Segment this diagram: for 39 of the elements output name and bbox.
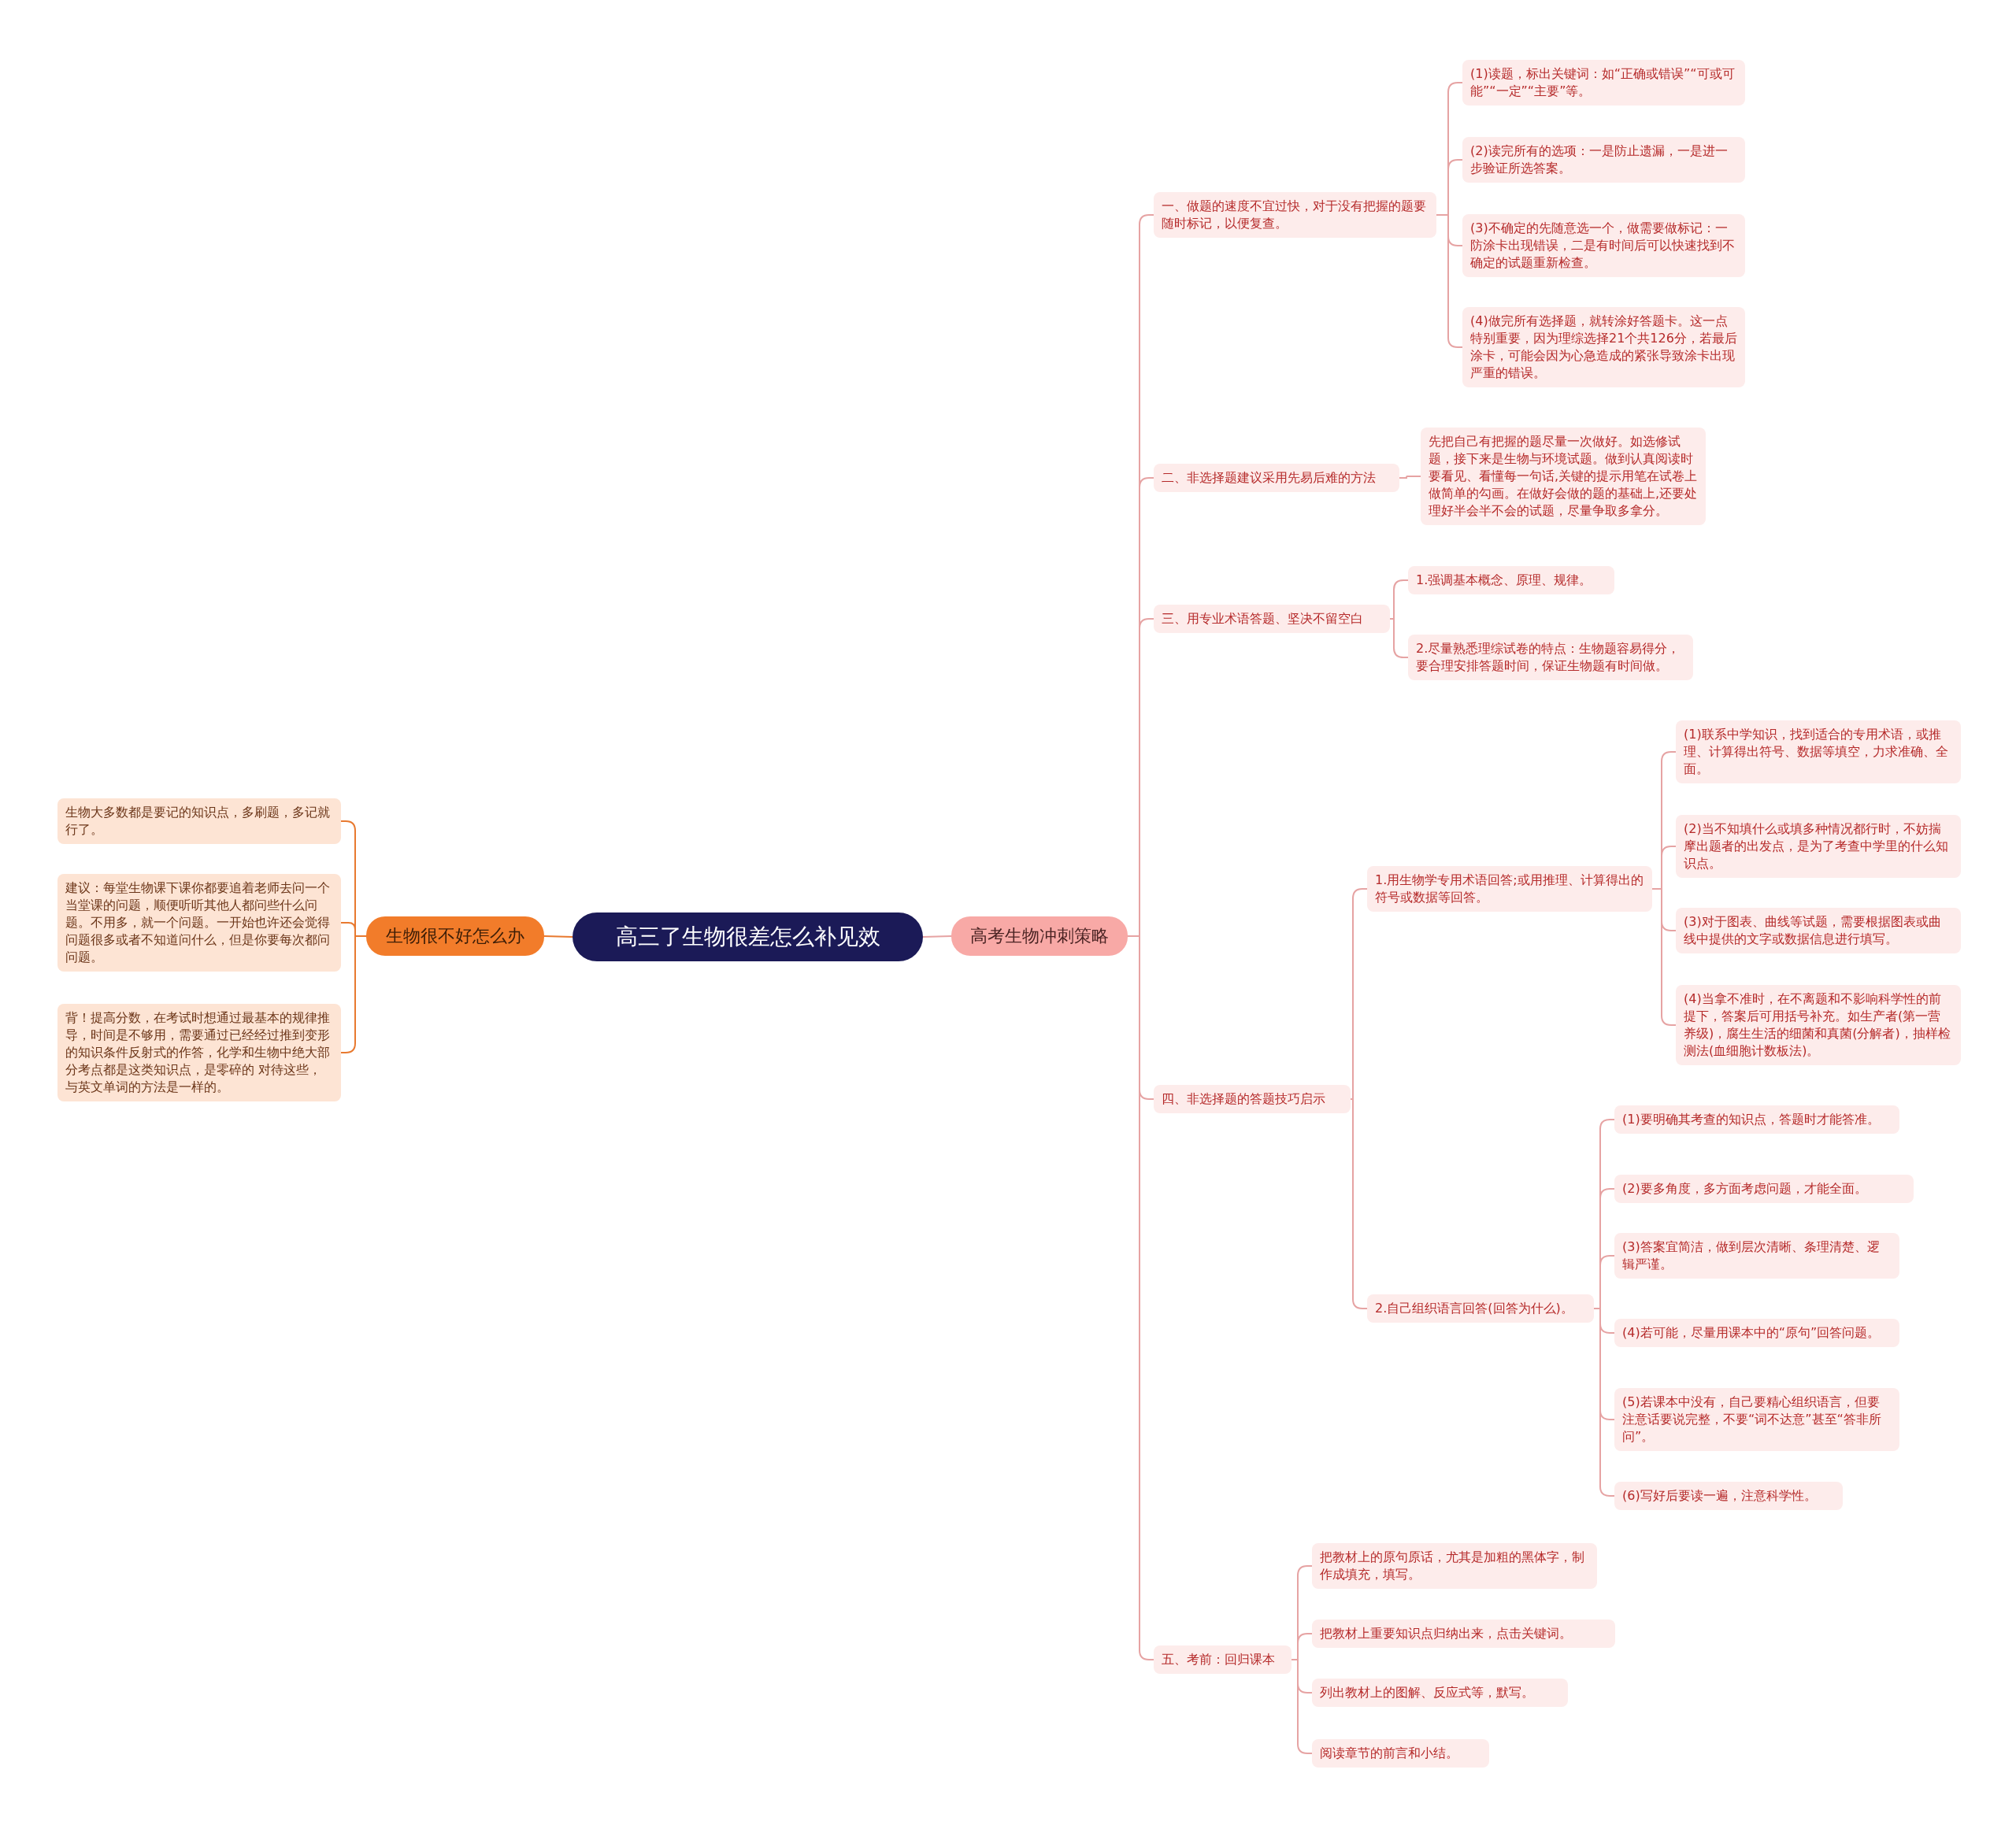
main-branch-topic: 生物很不好怎么办	[366, 916, 544, 957]
subtopic-node: (3)不确定的先随意选一个，做需要做标记：一防涂卡出现错误，二是有时间后可以快速找到不确定的试题重新检查。	[1462, 214, 1745, 278]
subtopic-node: (2)要多角度，多方面考虑问题，才能全面。	[1614, 1175, 1914, 1204]
subtopic-node: (5)若课本中没有，自己要精心组织语言，但要注意话要说完整，不要“词不达意”甚至“答非所问”。	[1614, 1388, 1899, 1452]
subtopic-node: (3)答案宜简洁，做到层次清晰、条理清楚、逻辑严谨。	[1614, 1233, 1899, 1279]
subtopic-node: (2)当不知填什么或填多种情况都行时，不妨揣摩出题者的出发点，是为了考查中学里的什么知识点。	[1676, 815, 1961, 879]
subtopic-node: 五、考前：回归课本	[1154, 1645, 1292, 1675]
connector-line	[543, 935, 573, 938]
subtopic-node: (2)读完所有的选项：一是防止遗漏，一是进一步验证所选答案。	[1462, 137, 1745, 183]
subtopic-node: (3)对于图表、曲线等试题，需要根据图表或曲线中提供的文字或数据信息进行填写。	[1676, 908, 1961, 954]
subtopic-node: (4)当拿不准时，在不离题和不影响科学性的前提下，答案后可用括号补充。如生产者(第一营养级)，腐生生活的细菌和真菌(分解者)，抽样检测法(血细胞计数板法)。	[1676, 985, 1961, 1066]
subtopic-node: (6)写好后要读一遍，注意科学性。	[1614, 1482, 1843, 1511]
subtopic-node: 把教材上重要知识点归纳出来，点击关键词。	[1312, 1620, 1615, 1649]
subtopic-node: 把教材上的原句原话，尤其是加粗的黑体字，制作成填充，填写。	[1312, 1543, 1597, 1590]
subtopic-node: 三、用专业术语答题、坚决不留空白	[1154, 605, 1390, 634]
subtopic-node: 先把自己有把握的题尽量一次做好。如选修试题，接下来是生物与环境试题。做到认真阅读时要看见、看懂每一句话,关键的提示用笔在试卷上做简单的勾画。在做好会做的题的基础上,还要处理好半会半不会的试题，尽量争取多拿分。	[1421, 428, 1706, 526]
subtopic-node: 1.用生物学专用术语回答;或用推理、计算得出的符号或数据等回答。	[1367, 866, 1652, 912]
connector-line	[922, 935, 952, 938]
subtopic-node: (1)读题，标出关键词：如“正确或错误”“可或可能”“一定”“主要”等。	[1462, 60, 1745, 106]
subtopic-node: 2.尽量熟悉理综试卷的特点：生物题容易得分，要合理安排答题时间，保证生物题有时间做。	[1408, 635, 1693, 681]
subtopic-node: (1)联系中学知识，找到适合的专用术语，或推理、计算得出符号、数据等填空，力求准确、全面。	[1676, 720, 1961, 784]
subtopic-node: 阅读章节的前言和小结。	[1312, 1739, 1489, 1768]
subtopic-node: (4)若可能，尽量用课本中的“原句”回答问题。	[1614, 1319, 1899, 1348]
subtopic-node: 背！提高分数，在考试时想通过最基本的规律推导，时间是不够用，需要通过已经经过推到变形的知识条件反射式的作答，化学和生物中绝大部分考点都是这类知识点，是零碎的 对待这些，与英文单词的方法是一样的。	[57, 1004, 341, 1102]
main-branch-topic: 高考生物冲刺策略	[951, 916, 1128, 957]
connector-line	[1399, 476, 1421, 479]
subtopic-node: 生物大多数都是要记的知识点，多刷题，多记就行了。	[57, 798, 341, 845]
subtopic-node: 四、非选择题的答题技巧启示	[1154, 1085, 1351, 1114]
subtopic-node: 2.自己组织语言回答(回答为什么)。	[1367, 1294, 1594, 1323]
connector-line	[1350, 1098, 1368, 1309]
central-topic: 高三了生物很差怎么补见效	[573, 912, 923, 962]
subtopic-node: (1)要明确其考查的知识点，答题时才能答准。	[1614, 1105, 1899, 1135]
subtopic-node: 1.强调基本概念、原理、规律。	[1408, 566, 1614, 595]
subtopic-node: 二、非选择题建议采用先易后难的方法	[1154, 464, 1399, 493]
connector-line	[1350, 888, 1368, 1100]
subtopic-node: 建议：每堂生物课下课你都要追着老师去问一个当堂课的问题，顺便听听其他人都问些什么问题。不用多，就一个问题。一开始也许还会觉得问题很多或者不知道问什么，但是你要每次都问问题。	[57, 874, 341, 972]
subtopic-node: 列出教材上的图解、反应式等，默写。	[1312, 1679, 1568, 1708]
subtopic-node: 一、做题的速度不宜过快，对于没有把握的题要随时标记，以便复查。	[1154, 192, 1436, 239]
subtopic-node: (4)做完所有选择题，就转涂好答题卡。这一点特别重要，因为理综选择21个共126分，若最后涂卡，可能会因为心急造成的紧张导致涂卡出现严重的错误。	[1462, 307, 1745, 388]
